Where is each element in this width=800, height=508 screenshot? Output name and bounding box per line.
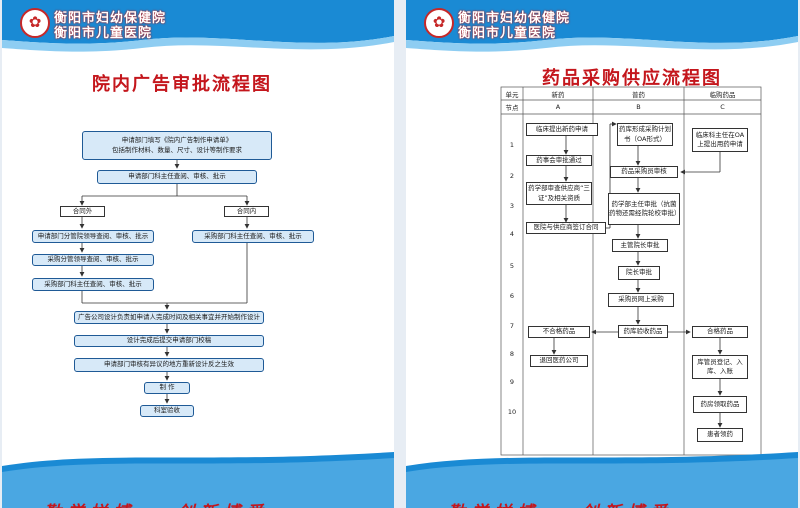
row-number: 9 xyxy=(509,378,515,386)
row-number: 2 xyxy=(509,172,515,180)
step-purchasing-leader-review: 采购分管领导查阅、审核、批示 xyxy=(32,254,154,266)
footer-wave xyxy=(406,452,798,508)
row-number: 1 xyxy=(509,141,515,149)
branch-outside-contract: 合同外 xyxy=(60,206,105,217)
hospital-name: 衡阳市妇幼保健院 xyxy=(54,11,167,26)
row-number: 10 xyxy=(507,408,517,416)
step-dept-director-review: 申请部门科主任查阅、审核、批示 xyxy=(97,170,257,184)
row-number: 4 xyxy=(509,230,515,238)
step-purchasing-director-review-right: 采购部门科主任查阅、审核、批示 xyxy=(192,230,314,243)
hospital-logo: ✿ xyxy=(20,8,50,38)
node-label-a: A xyxy=(555,103,561,111)
ad-approval-panel: ✿ 衡阳市妇幼保健院 衡阳市儿童医院 院内广告审批流程图 申请部门填写《院内广告… xyxy=(2,0,394,508)
step-pharmacy-receive: 药房领取药品 xyxy=(693,396,747,413)
hospital-name-secondary: 衡阳市儿童医院 xyxy=(54,26,153,41)
step-patient-collect: 患者领药 xyxy=(697,428,743,442)
header-unit: 单元 xyxy=(505,90,519,99)
step-ad-company-design: 广告公司设计负责如申请人完成时间及相关事宜并开始制作设计 xyxy=(74,311,264,324)
row-number: 8 xyxy=(509,350,515,358)
row-number: 7 xyxy=(509,322,515,330)
header-node: 节点 xyxy=(505,104,519,112)
step-warehouse-inspection: 药库验收药品 xyxy=(618,325,668,338)
step-pharmacy-director-approval: 药学部主任审批（抗菌药物还需经院轮校审批） xyxy=(608,193,681,225)
step-president-approval: 院长审批 xyxy=(618,266,660,280)
flow-connectors xyxy=(79,160,250,404)
header-wave xyxy=(2,0,394,52)
step-committee-approval: 药事会审批通过 xyxy=(526,155,592,166)
row-number: 5 xyxy=(509,262,515,270)
header-wave xyxy=(406,0,798,52)
node-label-c: C xyxy=(720,103,725,111)
step-supplier-qualification: 药学部审查供应商“三证”及相关资质 xyxy=(526,182,592,205)
step-new-drug-request: 临床提出新药申请 xyxy=(526,123,598,136)
step-buyer-review: 药品采购员审核 xyxy=(610,166,678,178)
step-submit-request: 申请部门填写《院内广告制作申请单》包括制作材料、数量、尺寸、设计等制作要求 xyxy=(82,131,272,160)
page-title: 院内广告审批流程图 xyxy=(92,74,272,95)
step-return-to-supplier: 退回医药公司 xyxy=(530,355,588,367)
page-title: 药品采购供应流程图 xyxy=(542,68,722,89)
lane-header-new-drug: 新药 xyxy=(551,90,565,99)
row-number: 3 xyxy=(509,202,515,210)
branch-inside-contract: 合同内 xyxy=(224,206,269,217)
step-dept-confirm: 申请部门审核有异议的地方重新设计反之生效 xyxy=(74,358,264,372)
lane-header-temporary-drug: 临购药品 xyxy=(709,90,736,99)
lane-header-common-drug: 普药 xyxy=(632,90,645,99)
step-online-purchase: 采购员网上采购 xyxy=(608,293,674,307)
step-submit-proof: 设计完成后提交申请部门校稿 xyxy=(74,335,264,347)
step-vice-president-approval: 主管院长审批 xyxy=(612,239,668,252)
step-production: 制 作 xyxy=(144,382,190,394)
step-vp-review: 申请部门分管院领导查阅、审核、批示 xyxy=(32,230,154,243)
drug-procurement-panel: ✿ 衡阳市妇幼保健院 衡阳市儿童医院 药品采购供应流程图 xyxy=(406,0,798,508)
step-oa-drug-request: 临床科主任在OA上提出用药申请 xyxy=(692,128,748,152)
footer-wave xyxy=(2,452,394,508)
swimlane-grid xyxy=(500,86,762,456)
hospital-name: 衡阳市妇幼保健院 xyxy=(458,11,571,26)
row-number: 6 xyxy=(509,292,515,300)
step-sign-contract: 医院与供应商签订合同 xyxy=(526,222,606,234)
step-purchase-plan: 药库形成采购计划书（OA形式） xyxy=(617,123,673,146)
step-warehouse-entry: 库管员登记、入库、入账 xyxy=(692,355,748,379)
node-label-b: B xyxy=(636,103,641,111)
step-purchasing-director-review-left: 采购部门科主任查阅、审核、批示 xyxy=(32,278,154,291)
step-unqualified-drug: 不合格药品 xyxy=(528,326,590,338)
hospital-name-secondary: 衡阳市儿童医院 xyxy=(458,26,557,41)
hospital-logo: ✿ xyxy=(424,8,454,38)
step-qualified-drug: 合格药品 xyxy=(692,326,748,338)
step-acceptance: 科室验收 xyxy=(140,405,194,417)
